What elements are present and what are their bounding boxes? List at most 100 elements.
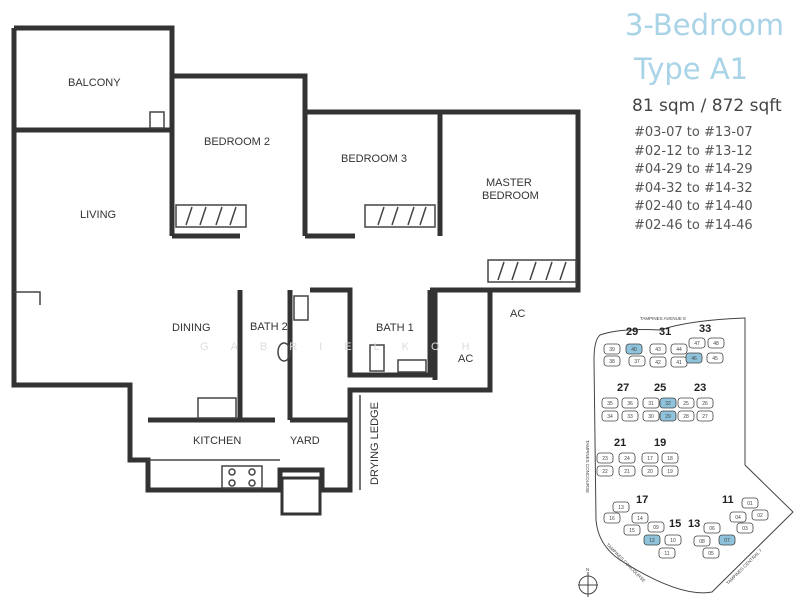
unit-number: 48 bbox=[713, 341, 719, 347]
unit-range-list: #03-07 to #13-07 #02-12 to #13-12 #04-29… bbox=[634, 124, 753, 235]
unit-shape bbox=[703, 522, 721, 534]
unit-range: #04-29 to #14-29 bbox=[634, 162, 753, 177]
title-line-2: Type A1 bbox=[634, 52, 749, 86]
compass-north-label: N bbox=[586, 567, 589, 572]
unit-number: 13 bbox=[618, 505, 624, 511]
unit-number: 22 bbox=[602, 469, 608, 475]
unit-number: 44 bbox=[676, 347, 682, 353]
room-label-master-1: MASTER bbox=[486, 177, 532, 189]
block-number: 15 bbox=[669, 518, 681, 530]
unit-shape bbox=[661, 465, 679, 477]
block-number: 21 bbox=[614, 437, 626, 449]
unit-number: 26 bbox=[702, 401, 708, 407]
unit-number: 16 bbox=[609, 516, 615, 522]
wardrobes bbox=[175, 204, 577, 283]
block-number: 29 bbox=[626, 326, 638, 338]
unit-range: #03-07 to #13-07 bbox=[634, 125, 753, 140]
unit-number: 07 bbox=[724, 538, 730, 544]
unit-shape bbox=[696, 410, 714, 422]
road-label-tampines-central-7: TAMPINES CENTRAL 7 bbox=[725, 548, 763, 586]
unit-shape bbox=[706, 352, 724, 364]
unit-number: 41 bbox=[676, 360, 682, 366]
unit-number: 36 bbox=[627, 401, 633, 407]
room-label-master-2: BEDROOM bbox=[482, 190, 539, 202]
road-label-tampines-ave-8: TAMPINES AVENUE 8 bbox=[640, 316, 686, 321]
unit-number: 39 bbox=[609, 347, 615, 353]
unit-shape bbox=[677, 410, 695, 422]
room-label-balcony: BALCONY bbox=[68, 77, 121, 89]
unit-number: 32 bbox=[665, 401, 671, 407]
unit-shape-highlighted bbox=[643, 534, 661, 546]
block-number: 33 bbox=[699, 323, 711, 335]
unit-number: 33 bbox=[627, 414, 633, 420]
unit-number: 08 bbox=[699, 539, 705, 545]
unit-number: 05 bbox=[708, 551, 714, 557]
unit-range: #02-12 to #13-12 bbox=[634, 143, 753, 159]
block-number: 13 bbox=[688, 518, 700, 530]
unit-range: #04-32 to #14-32 bbox=[634, 180, 753, 196]
unit-shape bbox=[688, 337, 706, 349]
unit-number: 21 bbox=[624, 469, 630, 475]
unit-number: 46 bbox=[691, 356, 697, 362]
unit-number: 45 bbox=[712, 356, 718, 362]
unit-number: 04 bbox=[735, 515, 741, 521]
unit-shape bbox=[658, 547, 676, 559]
unit-number: 42 bbox=[655, 360, 661, 366]
block-number: 23 bbox=[694, 382, 706, 394]
compass-icon: N bbox=[578, 567, 598, 597]
unit-number: 40 bbox=[631, 347, 637, 353]
unit-shape bbox=[618, 452, 636, 464]
room-label-bath2: BATH 2 bbox=[250, 321, 288, 333]
site-block: 13 06 08 07 05 bbox=[688, 518, 736, 559]
unit-number: 14 bbox=[637, 516, 643, 522]
room-label-yard: YARD bbox=[290, 435, 320, 447]
interior-walls bbox=[14, 76, 490, 490]
block-number: 25 bbox=[654, 382, 666, 394]
unit-number: 02 bbox=[757, 513, 763, 519]
unit-number: 01 bbox=[747, 501, 753, 507]
unit-shape bbox=[670, 343, 688, 355]
unit-number: 38 bbox=[609, 359, 615, 365]
unit-shape bbox=[702, 547, 720, 559]
unit-shape bbox=[696, 397, 714, 409]
room-label-bedroom3: BEDROOM 3 bbox=[341, 153, 407, 165]
unit-number: 17 bbox=[647, 456, 653, 462]
site-block: 33 47 48 46 45 bbox=[685, 323, 725, 364]
unit-number: 18 bbox=[667, 456, 673, 462]
unit-shape bbox=[596, 452, 614, 464]
unit-shape bbox=[641, 452, 659, 464]
unit-shape bbox=[621, 410, 639, 422]
unit-shape bbox=[618, 465, 636, 477]
unit-shape bbox=[649, 343, 667, 355]
unit-number: 28 bbox=[683, 414, 689, 420]
unit-shape bbox=[631, 512, 649, 524]
title-line-1: 3-Bedroom bbox=[625, 8, 785, 42]
unit-shape bbox=[677, 397, 695, 409]
unit-shape bbox=[623, 524, 641, 536]
unit-shape bbox=[596, 465, 614, 477]
unit-shape bbox=[603, 355, 621, 367]
unit-shape bbox=[751, 509, 769, 521]
unit-shape bbox=[649, 356, 667, 368]
unit-shape bbox=[601, 397, 619, 409]
unit-number: 47 bbox=[694, 341, 700, 347]
unit-shape bbox=[603, 512, 621, 524]
site-map: TAMPINES AVENUE 8 TAMPINES CONCOURSE TAM… bbox=[578, 316, 794, 597]
unit-number: 34 bbox=[607, 414, 613, 420]
room-label-bedroom2: BEDROOM 2 bbox=[204, 136, 270, 148]
outer-wall bbox=[11, 25, 581, 493]
unit-shape bbox=[741, 497, 759, 509]
unit-number: 06 bbox=[709, 526, 715, 532]
room-label-kitchen: KITCHEN bbox=[193, 435, 241, 447]
road-label-tampines-concourse-2: TAMPINES CONCOURSE bbox=[605, 542, 646, 583]
unit-shape bbox=[612, 501, 630, 513]
unit-shape-highlighted bbox=[685, 352, 703, 364]
unit-number: 15 bbox=[629, 528, 635, 534]
